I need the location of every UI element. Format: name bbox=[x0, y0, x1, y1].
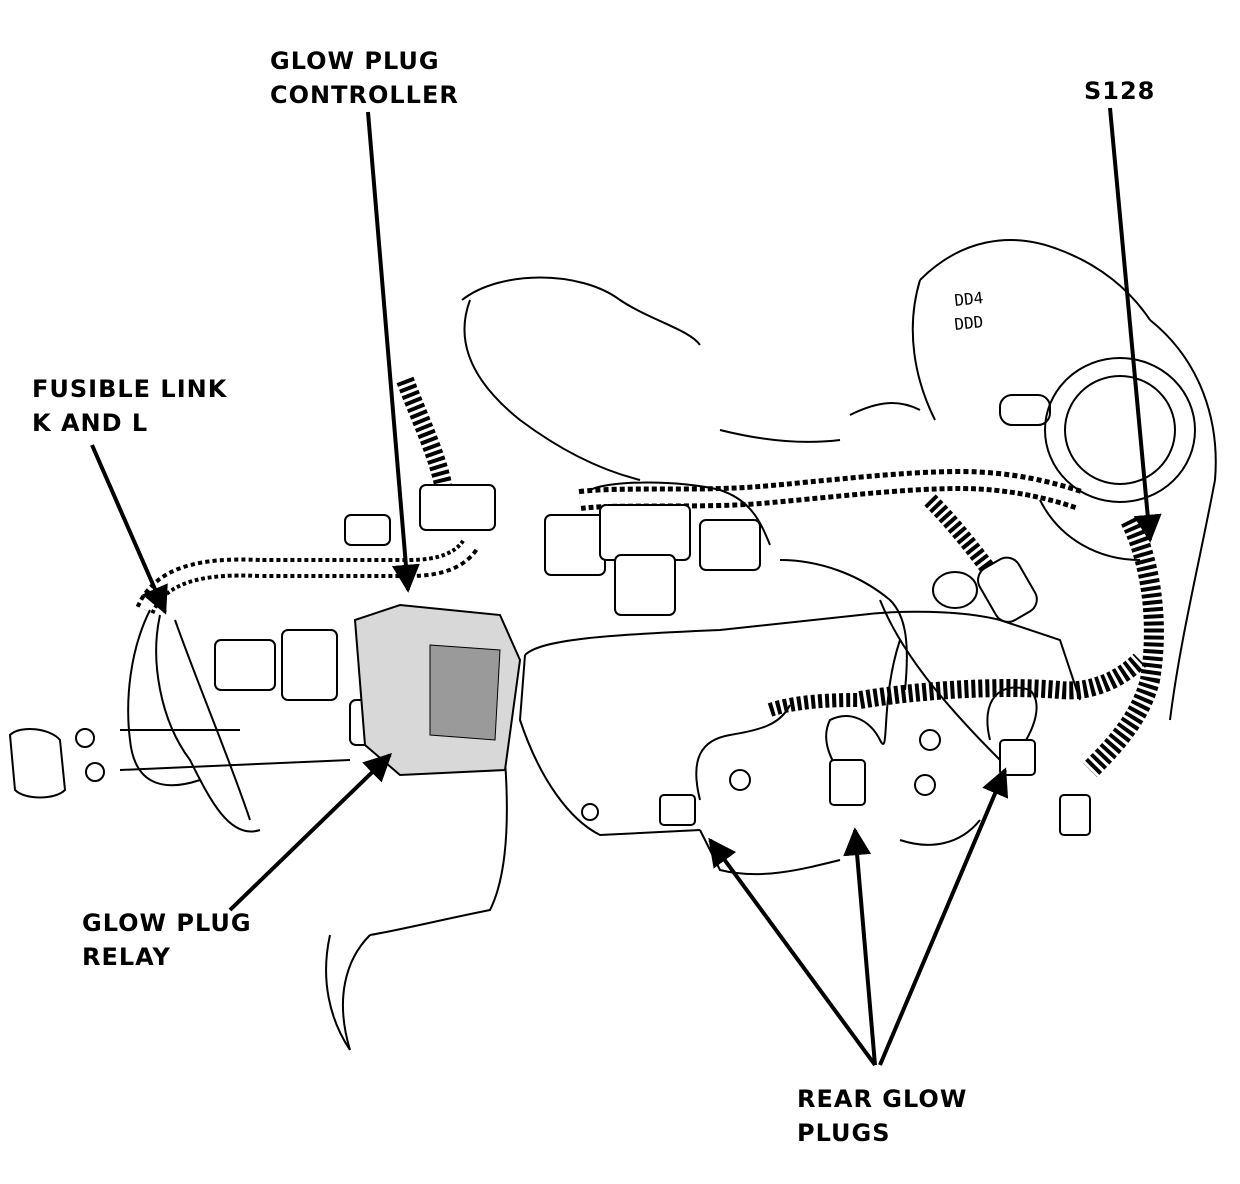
label-glow-plug-controller-line2: CONTROLLER bbox=[270, 81, 459, 109]
label-s128-text: S128 bbox=[1084, 77, 1156, 105]
label-glow-plug-relay-line2: RELAY bbox=[82, 943, 171, 971]
part-marking-line2: DDD bbox=[953, 312, 984, 334]
label-rear-glow-plugs-line2: PLUGS bbox=[797, 1119, 891, 1147]
rear-housing bbox=[999, 357, 1196, 561]
label-rear-glow-plugs-line1: REAR GLOW bbox=[797, 1085, 968, 1113]
arrow-glow-plug-relay bbox=[228, 753, 393, 912]
part-marking-line1: DD4 bbox=[953, 288, 984, 310]
arrow-rear-glow-plug-3 bbox=[878, 767, 1009, 1066]
leader-arrows bbox=[90, 107, 1162, 1067]
arrow-rear-glow-plug-2 bbox=[843, 827, 877, 1066]
label-fusible-link-line2: K AND L bbox=[32, 409, 149, 437]
label-glow-plug-controller: GLOW PLUG CONTROLLER bbox=[270, 44, 459, 112]
label-fusible-link: FUSIBLE LINK K AND L bbox=[32, 372, 227, 440]
label-fusible-link-line1: FUSIBLE LINK bbox=[32, 375, 228, 403]
label-rear-glow-plugs: REAR GLOW PLUGS bbox=[797, 1082, 967, 1150]
part-marking: DD4 DDD bbox=[953, 288, 984, 334]
label-glow-plug-controller-line1: GLOW PLUG bbox=[270, 47, 440, 75]
arrow-fusible-link bbox=[90, 444, 168, 615]
label-glow-plug-relay: GLOW PLUG RELAY bbox=[82, 906, 252, 974]
arrow-s128 bbox=[1108, 107, 1162, 543]
arrow-rear-glow-plug-1 bbox=[708, 837, 877, 1067]
sensor-plug bbox=[932, 556, 1038, 623]
connector-blocks bbox=[8, 484, 1091, 836]
glow-plug-relay-body bbox=[353, 603, 522, 777]
arrow-glow-plug-controller bbox=[366, 111, 420, 593]
engine-outline bbox=[75, 239, 1217, 1051]
label-glow-plug-relay-line1: GLOW PLUG bbox=[82, 909, 252, 937]
label-s128: S128 bbox=[1084, 74, 1155, 108]
